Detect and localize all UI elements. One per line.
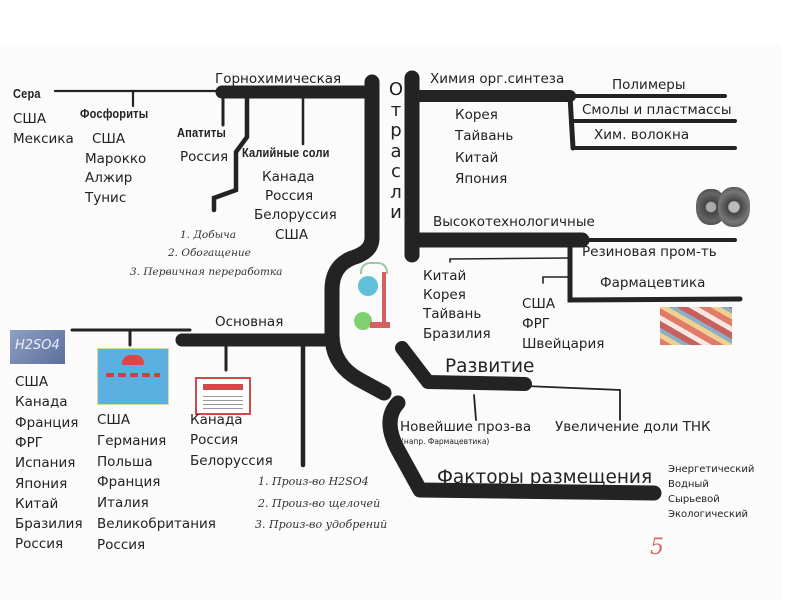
branch-development (395, 341, 532, 391)
mining-stage: 3. Первичная переработка (130, 266, 283, 278)
apatites-title: Апатиты (177, 125, 227, 140)
basic-country: Япония (15, 475, 68, 492)
basic-country: Россия (97, 536, 146, 553)
organic-country: Япония (455, 171, 508, 187)
development-title: Развитие (445, 356, 535, 377)
development-tnk: Увеличение доли ТНК (555, 419, 711, 435)
rubber-country: Корея (423, 287, 466, 303)
potash-country: Канада (262, 169, 315, 185)
sulfur-country: Мексика (13, 131, 74, 147)
basic-country: США (15, 374, 49, 390)
trunk-left (324, 74, 392, 401)
hightech-title: Высокотехнологичные (433, 214, 595, 230)
phosphorites-country: США (92, 131, 126, 147)
factors-title: Факторы размещения (437, 467, 653, 488)
organic-country: Китай (455, 150, 499, 166)
basic-country: Франция (97, 474, 161, 491)
development-newest: Новейшие проз-ва (400, 419, 532, 435)
organic-country: Тайвань (455, 128, 514, 144)
organic-title: Химия орг.синтеза (430, 71, 565, 87)
rubber-country: Китай (423, 268, 467, 284)
development-newest-note: (напр. Фармацевтика) (401, 437, 490, 446)
tires-image (696, 187, 752, 227)
factor-item: Водный (668, 479, 709, 490)
basic-country: Канада (190, 412, 243, 428)
hightech-branch: Фармацевтика (600, 275, 706, 291)
sulfur-country: США (13, 111, 47, 127)
label-image (195, 377, 251, 415)
phosphorites-country: Тунис (85, 190, 127, 206)
phosphorites-country: Алжир (85, 170, 133, 186)
potash-country: Белоруссия (254, 207, 337, 223)
mining-stage: 2. Обогащение (168, 247, 251, 259)
basic-stage: 3. Произ-во удобрений (255, 518, 388, 531)
potash-title: Калийные соли (242, 145, 330, 160)
basic-country: Италия (97, 495, 149, 512)
factor-item: Сырьевой (668, 494, 720, 505)
basic-country: Бразилия (15, 516, 83, 533)
mining-stage: 1. Добыча (180, 229, 236, 241)
basic-country: Испания (15, 455, 76, 472)
h2so4-image: H2SO4 (10, 330, 65, 364)
basic-stage: 2. Произ-во щелочей (258, 497, 381, 510)
pharma-country: ФРГ (522, 316, 550, 332)
organic-branch: Полимеры (612, 77, 686, 93)
fertilizer-bag-image (97, 348, 169, 405)
basic-country: Франция (15, 414, 79, 431)
apatites-country: Россия (180, 149, 229, 165)
potash-country: Россия (265, 188, 314, 204)
rubber-country: Бразилия (423, 326, 491, 342)
rubber-country: Тайвань (423, 306, 482, 322)
basic-country: Белоруссия (190, 452, 273, 469)
basic-country: Россия (15, 536, 64, 553)
sulfur-title: Сера (13, 86, 41, 101)
phosphorites-title: Фосфориты (80, 106, 149, 121)
organic-branch: Смолы и пластмассы (582, 102, 732, 118)
basic-country: Великобритания (97, 516, 216, 532)
page-number-mark: 5 (650, 535, 664, 560)
potash-country: США (275, 227, 309, 243)
organic-branch: Хим. волокна (594, 127, 690, 143)
basic-country: Китай (15, 495, 59, 512)
basic-stage: 1. Произ-во H2SO4 (258, 475, 369, 488)
basic-country: ФРГ (15, 434, 43, 451)
top-band (0, 0, 800, 44)
pills-image (660, 307, 732, 345)
basic-country: Германия (97, 432, 167, 449)
phosphorites-country: Марокко (85, 151, 147, 167)
organic-country: Корея (455, 107, 498, 123)
pharma-country: Швейцария (522, 336, 605, 352)
page-edge (782, 44, 800, 600)
factor-item: Энергетический (668, 464, 755, 475)
basic-country: Канада (15, 394, 68, 411)
factor-item: Экологический (668, 509, 748, 520)
branch-factors (382, 395, 662, 501)
basic-country: США (97, 412, 131, 428)
basic-title: Основная (215, 314, 284, 330)
flask-image (348, 262, 394, 338)
pharma-country: США (522, 296, 556, 312)
basic-country: Польша (97, 453, 153, 470)
mining-title: Горнохимическая (215, 71, 342, 87)
basic-country: Россия (190, 432, 239, 449)
hightech-branch: Резиновая пром-ть (582, 244, 717, 260)
